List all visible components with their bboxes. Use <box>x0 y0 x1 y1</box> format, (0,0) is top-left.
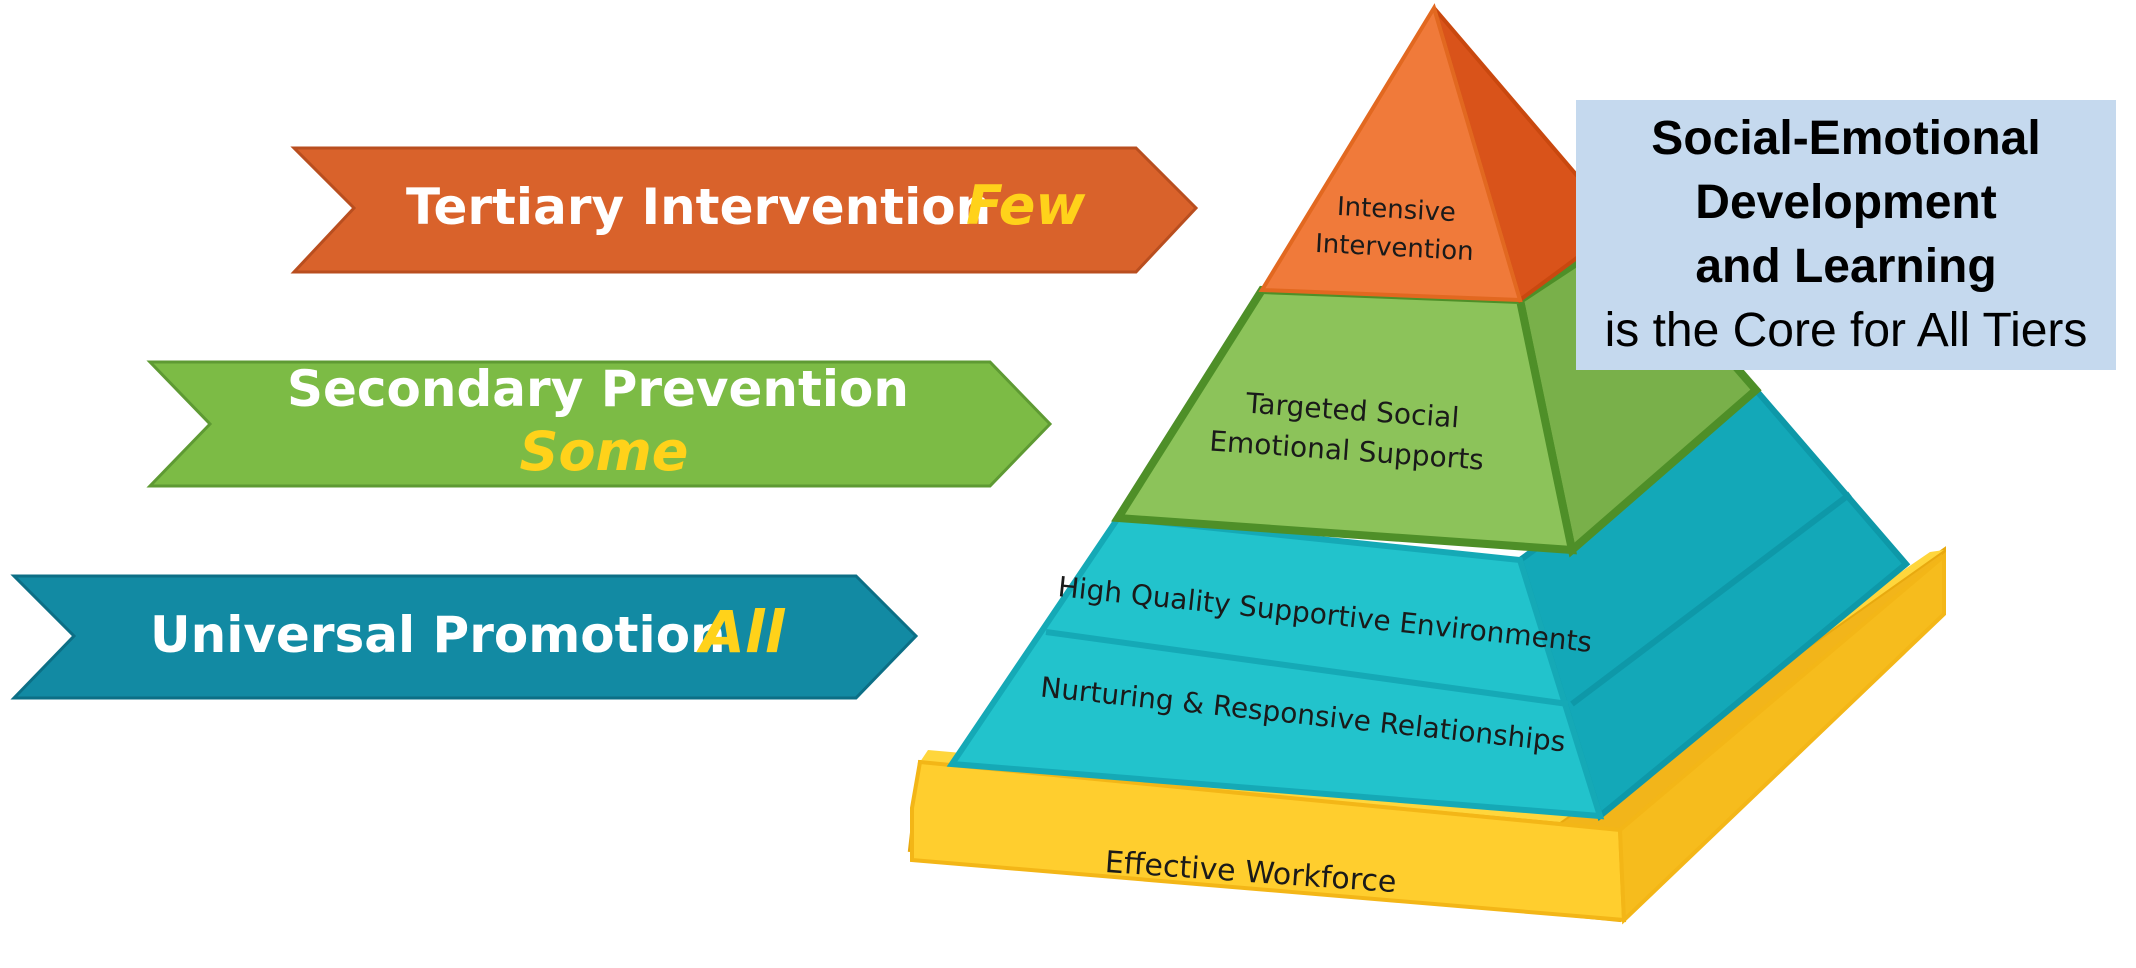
pyramid-tier-workforce: Effective Workforce <box>907 546 1946 925</box>
core-line-2: Development <box>1695 176 1997 229</box>
banner-tertiary: Tertiary Intervention Few <box>290 146 1199 274</box>
core-line-4: is the Core for All Tiers <box>1604 304 2088 357</box>
pyramid: Effective Workforce High Quality Support… <box>907 3 1946 925</box>
banner-secondary-qualifier: Some <box>520 420 689 483</box>
banner-secondary-label: Secondary Prevention <box>287 360 909 418</box>
banner-universal: Universal Promotion All <box>10 574 919 700</box>
banner-universal-qualifier: All <box>696 598 786 666</box>
banner-universal-label: Universal Promotion <box>150 606 726 664</box>
banner-tertiary-qualifier: Few <box>966 174 1086 237</box>
banner-tertiary-label: Tertiary Intervention <box>406 178 991 236</box>
banner-secondary: Secondary Prevention Some <box>146 360 1053 488</box>
core-line-3: and Learning <box>1695 240 1997 293</box>
pyramid-tier-intensive: Intensive Intervention <box>1258 3 1623 304</box>
intensive-label-line1: Intensive <box>1336 192 1456 228</box>
core-callout-box: Social-Emotional Development and Learnin… <box>1576 100 2116 370</box>
core-line-1: Social-Emotional <box>1651 112 2041 165</box>
